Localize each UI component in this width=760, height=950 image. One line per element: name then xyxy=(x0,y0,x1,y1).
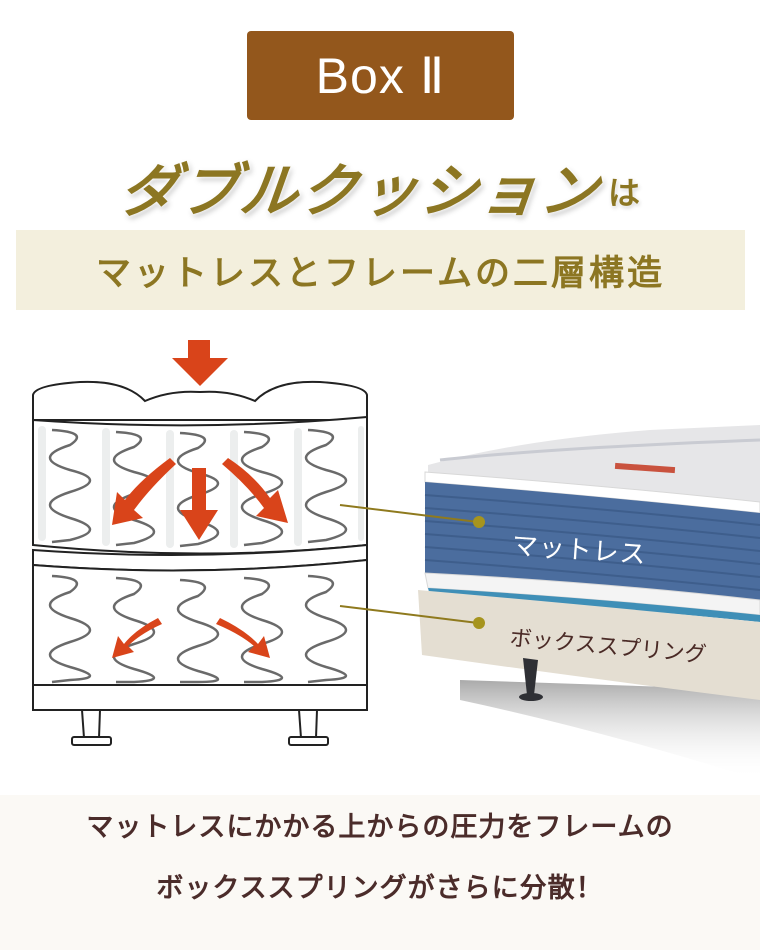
pressure-arrow-icon xyxy=(172,340,228,386)
footer-line-1: マットレスにかかる上からの圧力をフレームの xyxy=(86,812,674,843)
subheading-text: マットレスとフレームの二層構造 xyxy=(96,253,665,294)
headline-main: ダブルクッション xyxy=(116,157,604,225)
footer-band xyxy=(0,795,760,950)
footer-line-2: ボックススプリングがさらに分散！ xyxy=(156,873,604,904)
product-badge: Box Ⅱ xyxy=(247,31,514,120)
mattress-and-box-spring-image xyxy=(418,425,760,780)
subheading-bar: マットレスとフレームの二層構造 xyxy=(16,230,745,310)
spring-diagram xyxy=(20,340,380,750)
headline: ダブルクッション は xyxy=(0,140,760,225)
mattress-photo xyxy=(400,410,760,780)
badge-label: Box Ⅱ xyxy=(315,47,446,104)
headline-suffix: は xyxy=(608,174,641,212)
double-cushion-diagram-illustration xyxy=(32,340,368,746)
